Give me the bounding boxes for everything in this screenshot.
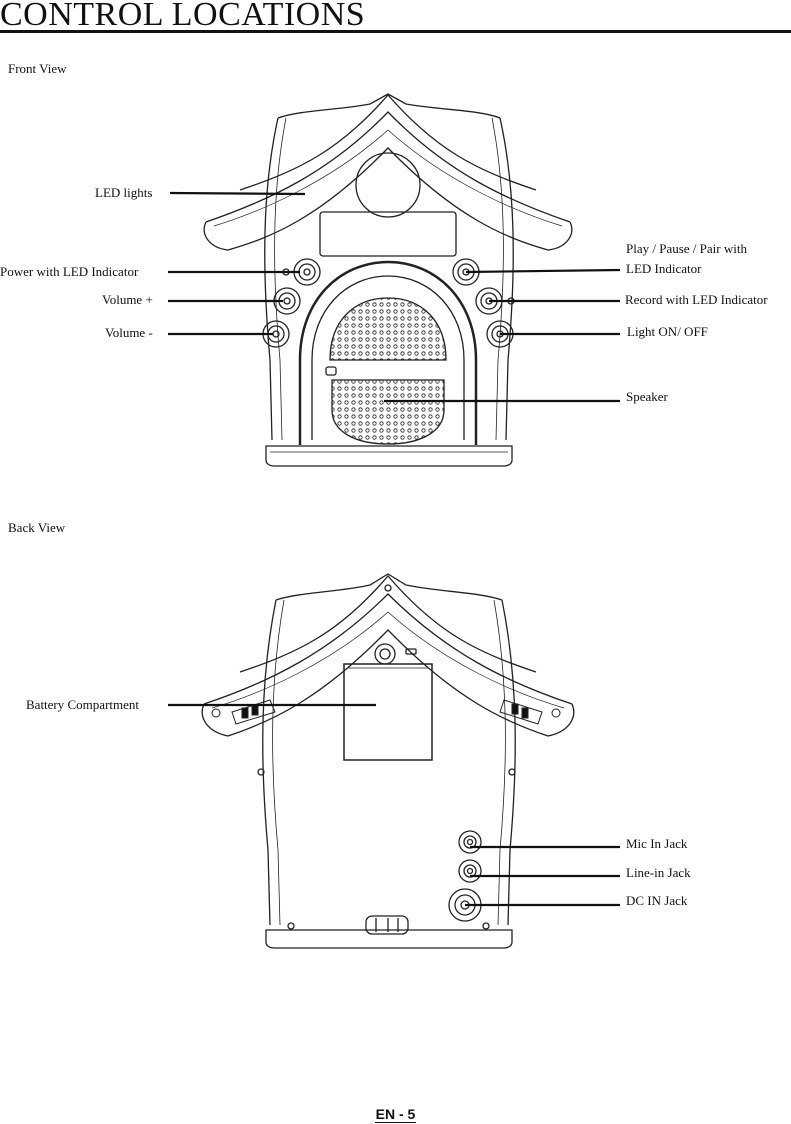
record-label: Record with LED Indicator xyxy=(625,292,768,307)
back-leader-lines xyxy=(168,703,620,907)
front-device xyxy=(203,93,573,467)
play-pause-label-line2: LED Indicator xyxy=(626,261,702,276)
back-device xyxy=(201,573,575,949)
light-label: Light ON/ OFF xyxy=(627,324,708,339)
dc-in-jack-label: DC IN Jack xyxy=(626,893,688,908)
front-leader-lines xyxy=(168,191,621,403)
battery-compartment-label: Battery Compartment xyxy=(26,697,140,712)
mic-in-jack-label: Mic In Jack xyxy=(626,836,688,851)
page-title: CONTROL LOCATIONS xyxy=(0,0,366,33)
back-view-label: Back View xyxy=(8,520,66,535)
power-label: Power with LED Indicator xyxy=(0,264,139,279)
speaker-label: Speaker xyxy=(626,389,668,404)
line-in-jack-label: Line-in Jack xyxy=(626,865,691,880)
led-lights-label: LED lights xyxy=(95,185,153,200)
volume-up-label: Volume + xyxy=(102,292,153,307)
page-footer: EN - 5 xyxy=(0,1106,791,1123)
play-pause-label-line1: Play / Pause / Pair with xyxy=(626,241,747,256)
front-view-label: Front View xyxy=(8,61,67,76)
volume-down-label: Volume - xyxy=(105,325,153,340)
page-number: EN - 5 xyxy=(374,1106,417,1123)
title-rule xyxy=(0,30,791,33)
